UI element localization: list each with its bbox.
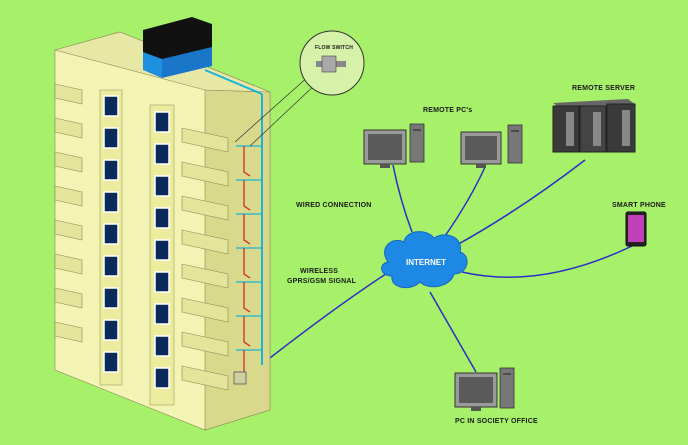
internet-cloud-icon	[381, 231, 468, 289]
internet-label: INTERNET	[406, 258, 446, 267]
controller-box	[233, 371, 247, 385]
flow-switch-icon	[234, 30, 365, 147]
desktop-computer-icon	[454, 367, 515, 411]
server-rack-icon	[552, 99, 636, 153]
wireless-label-line1: WIRELESS	[300, 268, 339, 275]
society-office-label: PC IN SOCIETY OFFICE	[455, 418, 538, 425]
remote-server-label: REMOTE SERVER	[572, 85, 636, 92]
link-society-office	[429, 291, 477, 373]
smart-phone-label: SMART PHONE	[612, 202, 666, 209]
desktop-computer-icon	[363, 123, 425, 168]
smartphone-icon	[625, 211, 647, 247]
wireless-label-line2: GPRS/GSM SIGNAL	[287, 278, 357, 285]
apartment-building-icon	[53, 17, 271, 431]
link-remote-pc-1	[392, 164, 413, 233]
remote-pcs-label: REMOTE PC's	[423, 107, 473, 114]
wired-connection-label: WIRED CONNECTION	[296, 202, 372, 209]
link-remote-pc-2	[444, 166, 486, 237]
flow-switch-label: FLOW SWITCH	[315, 45, 354, 51]
link-smart-phone	[461, 245, 633, 278]
desktop-computer-icon	[460, 124, 523, 168]
link-remote-server	[454, 159, 586, 247]
